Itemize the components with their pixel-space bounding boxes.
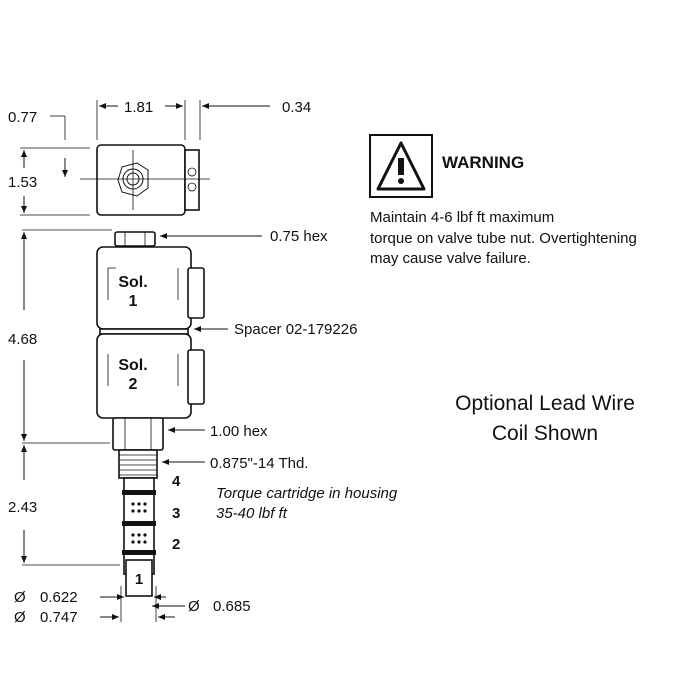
warning-block bbox=[369, 134, 433, 198]
diameter-b-symbol: Ø bbox=[14, 609, 26, 626]
body-hex-label: 1.00 hex bbox=[210, 423, 268, 440]
torque-note-line1: Torque cartridge in housing bbox=[216, 485, 398, 502]
leader-arrows bbox=[160, 233, 262, 465]
warning-line3: may cause valve failure. bbox=[370, 250, 531, 267]
diameter-a-symbol: Ø bbox=[14, 589, 26, 606]
dim-overall-height: 4.68 bbox=[8, 331, 37, 348]
port-2: 2 bbox=[172, 536, 180, 553]
torque-note-line2: 35-40 lbf ft bbox=[216, 505, 288, 522]
dim-lower-height: 2.43 bbox=[8, 499, 37, 516]
diameter-c-value: 0.685 bbox=[213, 598, 251, 615]
side-view bbox=[96, 231, 205, 597]
diameter-c-symbol: Ø bbox=[188, 598, 200, 615]
sol2-label: Sol. bbox=[118, 357, 147, 374]
diameter-a-value: 0.622 bbox=[40, 589, 78, 606]
sol2-number: 2 bbox=[129, 376, 138, 393]
top-dimension-lines bbox=[20, 100, 270, 216]
sol1-number: 1 bbox=[129, 293, 138, 310]
warning-line2: torque on valve tube nut. Overtightening bbox=[370, 230, 637, 247]
warning-line1: Maintain 4-6 lbf ft maximum bbox=[370, 209, 554, 226]
warning-title: WARNING bbox=[442, 153, 524, 172]
caption-line1: Optional Lead Wire bbox=[455, 392, 635, 415]
sol1-label: Sol. bbox=[118, 274, 147, 291]
dim-top-width: 1.81 bbox=[124, 99, 153, 116]
dim-top-offset: 0.77 bbox=[8, 109, 37, 126]
spacer-label: Spacer 02-179226 bbox=[234, 321, 357, 338]
diameter-b-value: 0.747 bbox=[40, 609, 78, 626]
top-view bbox=[80, 144, 210, 216]
port-3: 3 bbox=[172, 505, 180, 522]
dim-top-right: 0.34 bbox=[282, 99, 311, 116]
side-dimension-lines bbox=[21, 229, 185, 622]
solenoid-2-coil bbox=[96, 333, 192, 419]
port-1: 1 bbox=[135, 571, 143, 588]
thread-label: 0.875"-14 Thd. bbox=[210, 455, 308, 472]
nut-hex-label: 0.75 hex bbox=[270, 228, 328, 245]
caption-line2: Coil Shown bbox=[492, 422, 598, 445]
dim-top-height: 1.53 bbox=[8, 174, 37, 191]
port-4: 4 bbox=[172, 473, 181, 490]
